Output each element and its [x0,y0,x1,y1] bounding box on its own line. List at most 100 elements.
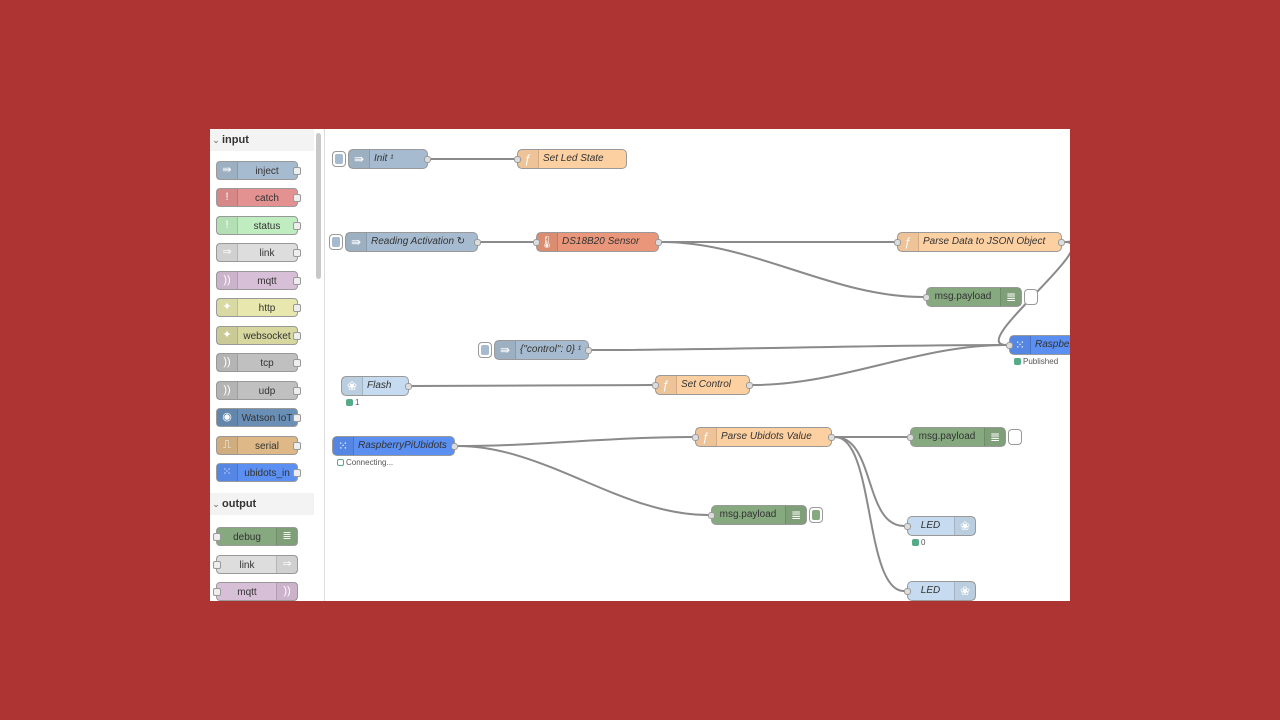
palette-node-tcp[interactable]: ))tcp [216,353,301,372]
palette-category-output[interactable]: ⌄output [210,493,314,515]
palette-node-label: debug [233,532,261,543]
flow-node-label: {"control": 0} ¹ [520,344,582,355]
thermometer-icon: 🌡 [537,233,558,251]
flow-node-ubiout[interactable]: ⁙RaspberryPiUbidotsPublished [1006,335,1070,366]
status-text: Published [1023,357,1059,366]
debug-toggle-button[interactable] [809,507,823,523]
output-port[interactable] [405,383,412,390]
wire-flash-setctl[interactable] [411,384,653,387]
flow-node-led1[interactable]: ❀ LED 0 [904,516,976,547]
output-port[interactable] [585,347,592,354]
output-port[interactable] [828,434,835,441]
palette-node-link[interactable]: ⇒link [216,243,301,262]
node-status: 0 [912,538,925,547]
palette-node-watson-iot[interactable]: ◉Watson IoT [216,408,301,427]
input-port[interactable] [904,523,911,530]
palette-node-serial[interactable]: ⎍serial [216,436,301,455]
wire-setctl-ubiout[interactable] [752,344,1007,386]
output-port[interactable] [655,239,662,246]
flow-node-init[interactable]: ⇛Init ¹ [332,149,431,169]
output-port [293,469,301,477]
input-port[interactable] [894,239,901,246]
wire-parseubi-led1[interactable] [834,436,905,527]
input-port[interactable] [652,382,659,389]
output-port [293,387,301,395]
palette-node-label: mqtt [237,587,257,598]
palette-node-label: http [258,303,276,314]
output-port[interactable] [746,382,753,389]
output-port[interactable] [474,239,481,246]
input-port[interactable] [923,294,930,301]
wire-ubiin-parseubi[interactable] [457,436,693,447]
flow-node-label: Reading Activation ↻ [371,236,466,247]
node-palette: ⌄input ⇛inject !catch !status ⇒link ))mqtt ✦ht… [210,129,325,601]
palette-category-label: output [222,498,257,510]
inject-trigger-button[interactable] [329,234,343,250]
output-port[interactable] [1058,239,1065,246]
input-port[interactable] [692,434,699,441]
raspberry-icon: ❀ [954,517,975,535]
flow-node-dbg3[interactable]: ≣msg.payload [907,427,1022,447]
input-port[interactable] [904,588,911,595]
palette-node-label: tcp [260,358,274,369]
palette-node-mqtt[interactable]: ))mqtt [216,271,301,290]
wire-parseubi-led2[interactable] [834,436,905,592]
palette-node-debug[interactable]: ≣debug [213,527,298,546]
wire-control-ubiout[interactable] [591,344,1007,351]
input-port[interactable] [1006,342,1013,349]
node-red-editor: ⌄input ⇛inject !catch !status ⇒link ))mqtt ✦ht… [210,129,1070,601]
palette-node-catch[interactable]: !catch [216,188,301,207]
input-port[interactable] [533,239,540,246]
function-icon: ƒ [656,376,677,394]
wire-parse-dbg1[interactable] [1064,166,1070,243]
arrow-icon: ⇛ [495,341,516,359]
palette-node-label: udp [258,386,276,397]
flow-node-label: LED [920,520,941,531]
output-port [293,222,301,230]
flow-node-control[interactable]: ⇛ {"control": 0} ¹ [478,340,592,360]
status-text: 1 [355,398,360,407]
flow-node-dbg2[interactable]: ≣msg.payload [923,287,1038,307]
palette-scrollbar[interactable] [316,133,321,279]
output-port[interactable] [451,443,458,450]
palette-node-inject[interactable]: ⇛inject [216,161,301,180]
palette-node-ubidots-in[interactable]: ⁙ubidots_in [216,463,301,482]
raspberry-icon: ❀ [954,582,975,600]
input-port[interactable] [907,434,914,441]
palette-category-input[interactable]: ⌄input [210,129,314,151]
output-port [293,414,301,422]
debug-toggle-button[interactable] [1008,429,1022,445]
wire-ubiin-dbg4[interactable] [457,445,709,516]
inject-trigger-button[interactable] [478,342,492,358]
flow-node-ds18[interactable]: 🌡DS18B20 Sensor [533,232,662,252]
wire-ds18-dbg2[interactable] [661,241,924,298]
palette-node-status[interactable]: !status [216,216,301,235]
function-icon: ƒ [518,150,539,168]
palette-node-link[interactable]: ⇒link [213,555,298,574]
input-port[interactable] [514,156,521,163]
output-port [293,359,301,367]
status-dot [912,539,919,546]
palette-node-udp[interactable]: ))udp [216,381,301,400]
input-port[interactable] [708,512,715,519]
flow-node-reading[interactable]: ⇛Reading Activation ↻ [329,232,481,252]
palette-node-http[interactable]: ✦http [216,298,301,317]
palette-node-label: catch [255,193,279,204]
palette-node-mqtt[interactable]: ))mqtt [213,582,298,601]
ubidots-icon: ⁙ [333,437,354,455]
output-port[interactable] [424,156,431,163]
inject-trigger-button[interactable] [332,151,346,167]
palette-node-label: ubidots_in [244,468,290,479]
flow-node-label: Parse Data to JSON Object [923,236,1046,247]
palette-node-websocket[interactable]: ✦websocket [216,326,301,345]
debug-toggle-button[interactable] [1024,289,1038,305]
flow-node-led2[interactable]: ❀LED [904,581,976,601]
flow-node-dbg4[interactable]: ≣msg.payload [708,505,823,525]
